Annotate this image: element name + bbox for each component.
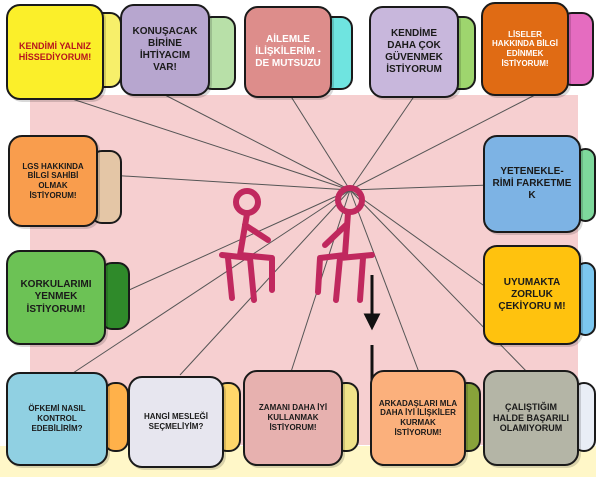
card-lgs-info[interactable]: LGS HAKKINDA BİLGİ SAHİBİ OLMAK İSTİYORU… <box>8 135 98 227</box>
card-family-relations[interactable]: AİLEMLE İLİŞKİLERİM -DE MUTSUZU <box>244 6 332 98</box>
card-text: ÇALIŞTIĞIM HALDE BAŞARILI OLAMIYORUM <box>493 401 569 434</box>
card-friendships[interactable]: ARKADAŞLARI MLA DAHA İYİ İLİŞKİLER KURMA… <box>370 370 466 466</box>
card-text: AİLEMLE İLİŞKİLERİM -DE MUTSUZU <box>255 33 321 70</box>
connector-lines <box>59 94 536 376</box>
card-text: ÖFKEMİ NASIL KONTROL EDEBİLİRİM? <box>28 404 86 433</box>
card-anger[interactable]: ÖFKEMİ NASIL KONTROL EDEBİLİRİM? <box>6 372 108 466</box>
card-text: KENDİMİ YALNIZ HİSSEDİYORUM! <box>18 41 92 62</box>
card-text: KONUŞACAK BİRİNE İHTİYACIM VAR! <box>132 25 198 74</box>
card-need-someone[interactable]: KONUŞACAK BİRİNE İHTİYACIM VAR! <box>120 4 210 96</box>
card-text: ARKADAŞLARI MLA DAHA İYİ İLİŞKİLER KURMA… <box>378 398 458 437</box>
card-sleep[interactable]: UYUMAKTA ZORLUK ÇEKİYORU M! <box>483 245 581 345</box>
card-talents[interactable]: YETENEKLE-RİMİ FARKETME K <box>483 135 581 233</box>
arrow-indicator <box>363 275 381 380</box>
card-fears[interactable]: KORKULARIMI YENMEK İSTİYORUM! <box>6 250 106 345</box>
card-text: KORKULARIMI YENMEK İSTİYORUM! <box>20 279 92 315</box>
card-career[interactable]: HANGİ MESLEĞİ SEÇMELİYİM? <box>128 376 224 468</box>
card-lonely[interactable]: KENDİMİ YALNIZ HİSSEDİYORUM! <box>6 4 104 100</box>
card-text: LİSELER HAKKINDA BİLGİ EDİNMEK İSTİYORUM… <box>492 29 558 68</box>
card-text: KENDİME DAHA ÇOK GÜVENMEK İSTİYORUM <box>385 27 443 76</box>
card-text: UYUMAKTA ZORLUK ÇEKİYORU M! <box>498 276 566 313</box>
right-person-figure <box>315 185 375 303</box>
card-success[interactable]: ÇALIŞTIĞIM HALDE BAŞARILI OLAMIYORUM <box>483 370 579 466</box>
card-text: ZAMANI DAHA İYİ KULLANMAK İSTİYORUM! <box>258 403 328 432</box>
card-text: HANGİ MESLEĞİ SEÇMELİYİM? <box>143 412 208 431</box>
left-person-figure <box>219 188 275 303</box>
card-text: YETENEKLE-RİMİ FARKETME K <box>492 165 572 202</box>
card-text: LGS HAKKINDA BİLGİ SAHİBİ OLMAK İSTİYORU… <box>22 161 84 200</box>
card-high-schools[interactable]: LİSELER HAKKINDA BİLGİ EDİNMEK İSTİYORUM… <box>481 2 569 96</box>
card-self-confidence[interactable]: KENDİME DAHA ÇOK GÜVENMEK İSTİYORUM <box>369 6 459 98</box>
card-time-management[interactable]: ZAMANI DAHA İYİ KULLANMAK İSTİYORUM! <box>243 370 343 466</box>
